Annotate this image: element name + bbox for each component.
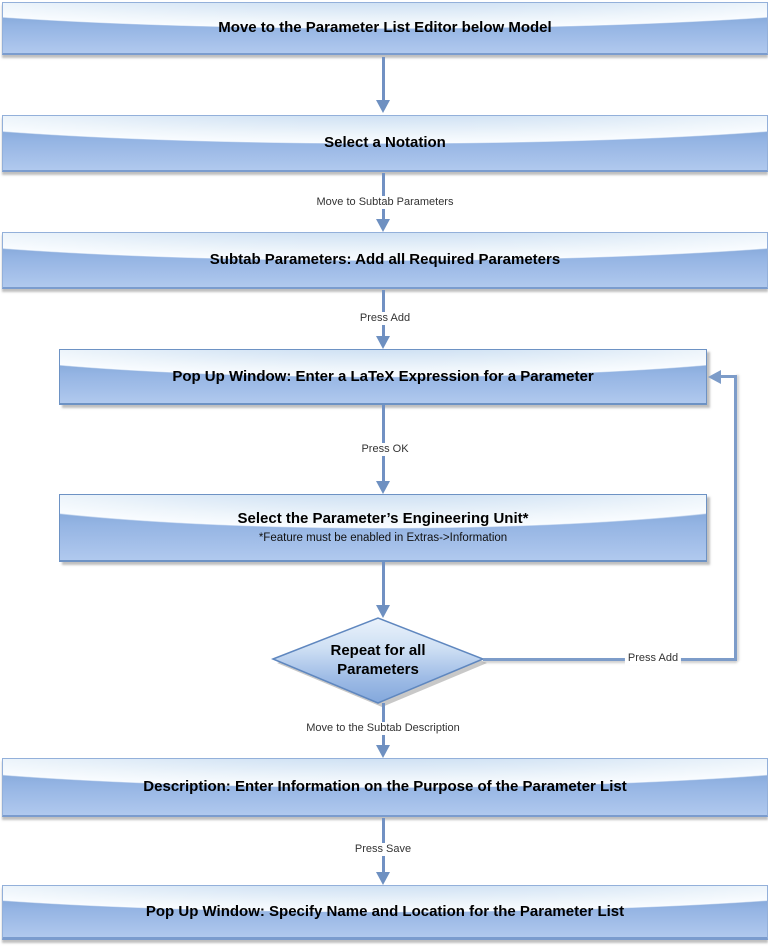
edge-label-move-to-subtab-description: Move to the Subtab Description <box>303 722 463 735</box>
arrowhead-down-icon <box>376 605 390 618</box>
flow-box-popup-specify-name-location: Pop Up Window: Specify Name and Location… <box>2 885 768 940</box>
arrowhead-left-icon <box>708 370 721 384</box>
flow-box-label: Pop Up Window: Enter a LaTeX Expression … <box>172 367 594 385</box>
loop-connector-vertical <box>734 375 737 661</box>
edge-label-move-to-subtab-parameters: Move to Subtab Parameters <box>313 196 457 209</box>
edge-label-press-ok: Press OK <box>358 443 412 456</box>
flow-box-sublabel: *Feature must be enabled in Extras->Info… <box>258 532 508 544</box>
arrowhead-down-icon <box>376 336 390 349</box>
flow-box-subtab-parameters: Subtab Parameters: Add all Required Para… <box>2 232 768 289</box>
arrowhead-down-icon <box>376 100 390 113</box>
flow-box-parameter-list-editor: Move to the Parameter List Editor below … <box>2 2 768 55</box>
connector-line-1 <box>382 57 385 100</box>
loop-connector-bottom <box>483 658 737 661</box>
connector-line-5 <box>382 562 385 605</box>
arrowhead-down-icon <box>376 219 390 232</box>
flow-box-select-engineering-unit: Select the Parameter’s Engineering Unit*… <box>59 494 707 562</box>
edge-label-press-add-loop: Press Add <box>624 652 682 665</box>
flow-box-label: Pop Up Window: Specify Name and Location… <box>145 902 625 920</box>
flow-box-label: Select a Notation <box>324 134 446 151</box>
arrowhead-down-icon <box>376 745 390 758</box>
arrowhead-down-icon <box>376 481 390 494</box>
decision-label: Repeat for all Parameters <box>278 641 478 679</box>
edge-label-press-add: Press Add <box>356 312 414 325</box>
loop-connector-top <box>716 375 737 378</box>
flow-box-popup-latex-expression: Pop Up Window: Enter a LaTeX Expression … <box>59 349 707 405</box>
flow-box-label: Move to the Parameter List Editor below … <box>218 19 552 36</box>
decision-label-line2: Parameters <box>337 661 419 678</box>
arrowhead-down-icon <box>376 872 390 885</box>
decision-label-line1: Repeat for all <box>330 642 426 659</box>
flow-box-select-notation: Select a Notation <box>2 115 768 172</box>
flow-box-label: Select the Parameter’s Engineering Unit* <box>237 510 529 527</box>
flow-box-description: Description: Enter Information on the Pu… <box>2 758 768 817</box>
flow-box-label: Description: Enter Information on the Pu… <box>143 778 627 795</box>
flow-box-label: Subtab Parameters: Add all Required Para… <box>209 251 561 268</box>
edge-label-press-save: Press Save <box>351 843 415 856</box>
